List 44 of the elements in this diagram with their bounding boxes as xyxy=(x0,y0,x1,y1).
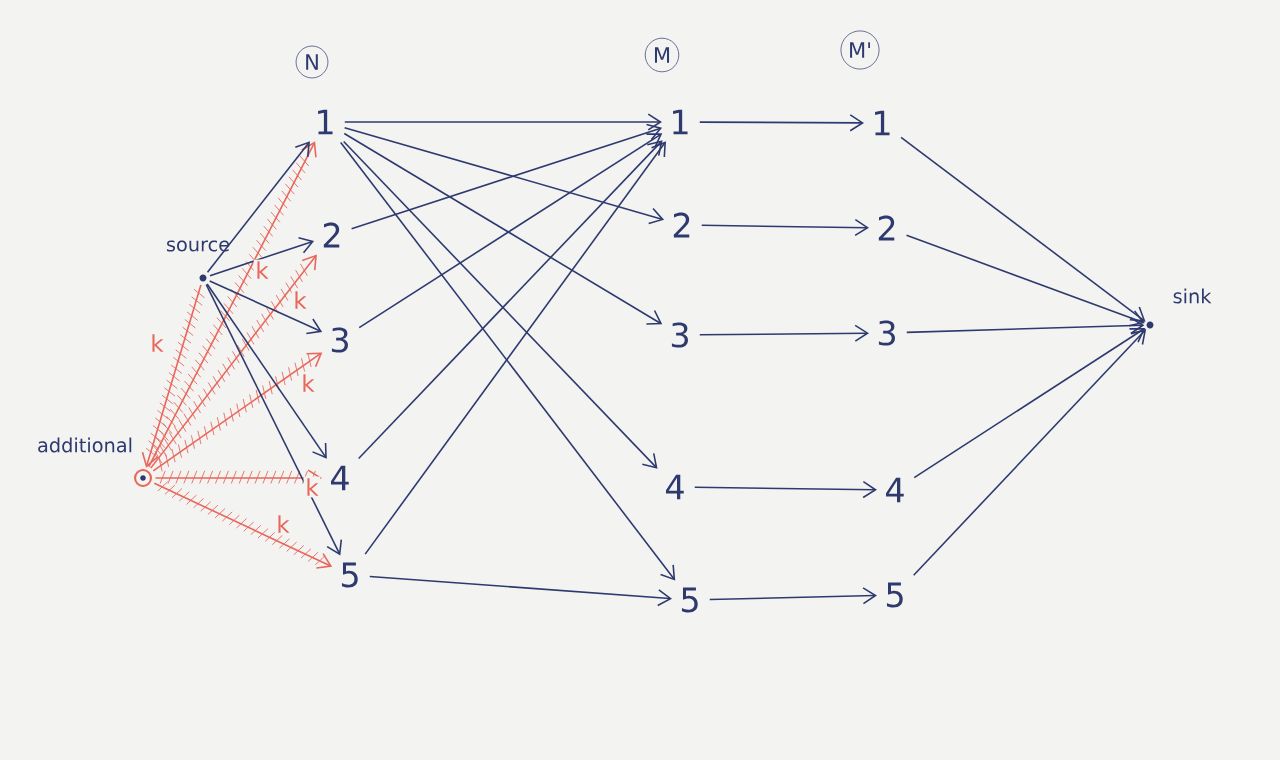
node-number: 4 xyxy=(331,465,349,491)
arrow xyxy=(708,587,877,605)
arrow xyxy=(343,113,662,131)
arrow xyxy=(206,283,327,459)
arrow xyxy=(205,283,343,556)
arrow xyxy=(153,481,333,569)
arrow xyxy=(693,480,877,499)
node-number: 1 xyxy=(673,109,688,135)
node-number: 4 xyxy=(666,474,684,500)
node-number: 5 xyxy=(681,587,698,613)
node-number: 3 xyxy=(331,327,348,353)
node-number: 4 xyxy=(886,477,904,503)
arrow xyxy=(699,324,869,342)
ringed-dot xyxy=(134,469,152,487)
arrow xyxy=(141,284,205,468)
circled-letter: M xyxy=(644,37,680,73)
arrow xyxy=(209,237,315,277)
circled-letter: N xyxy=(295,45,329,79)
arrow xyxy=(906,316,1145,335)
arrow xyxy=(364,141,667,555)
arrow xyxy=(905,234,1145,327)
arrow xyxy=(368,575,672,607)
arrow xyxy=(339,141,676,581)
arrow xyxy=(154,469,322,487)
arrow xyxy=(699,114,864,132)
node-number: 2 xyxy=(673,212,690,238)
circled-letter: M' xyxy=(840,30,880,70)
arrow xyxy=(152,352,323,472)
node-number: 5 xyxy=(341,562,358,588)
node-number: 3 xyxy=(878,320,895,346)
arrow xyxy=(700,218,869,237)
arrow xyxy=(900,136,1146,322)
arrow xyxy=(147,141,317,468)
node-number: 1 xyxy=(875,110,890,136)
arrow xyxy=(912,329,1147,577)
node-number: 3 xyxy=(671,322,688,348)
arrow xyxy=(206,141,310,273)
node-number: 5 xyxy=(886,582,903,608)
node-number: 2 xyxy=(878,215,895,241)
arrow xyxy=(149,254,317,469)
node-number: 2 xyxy=(323,222,340,248)
arrow xyxy=(913,328,1146,479)
arrow xyxy=(208,280,323,335)
node-number: 1 xyxy=(318,109,333,135)
